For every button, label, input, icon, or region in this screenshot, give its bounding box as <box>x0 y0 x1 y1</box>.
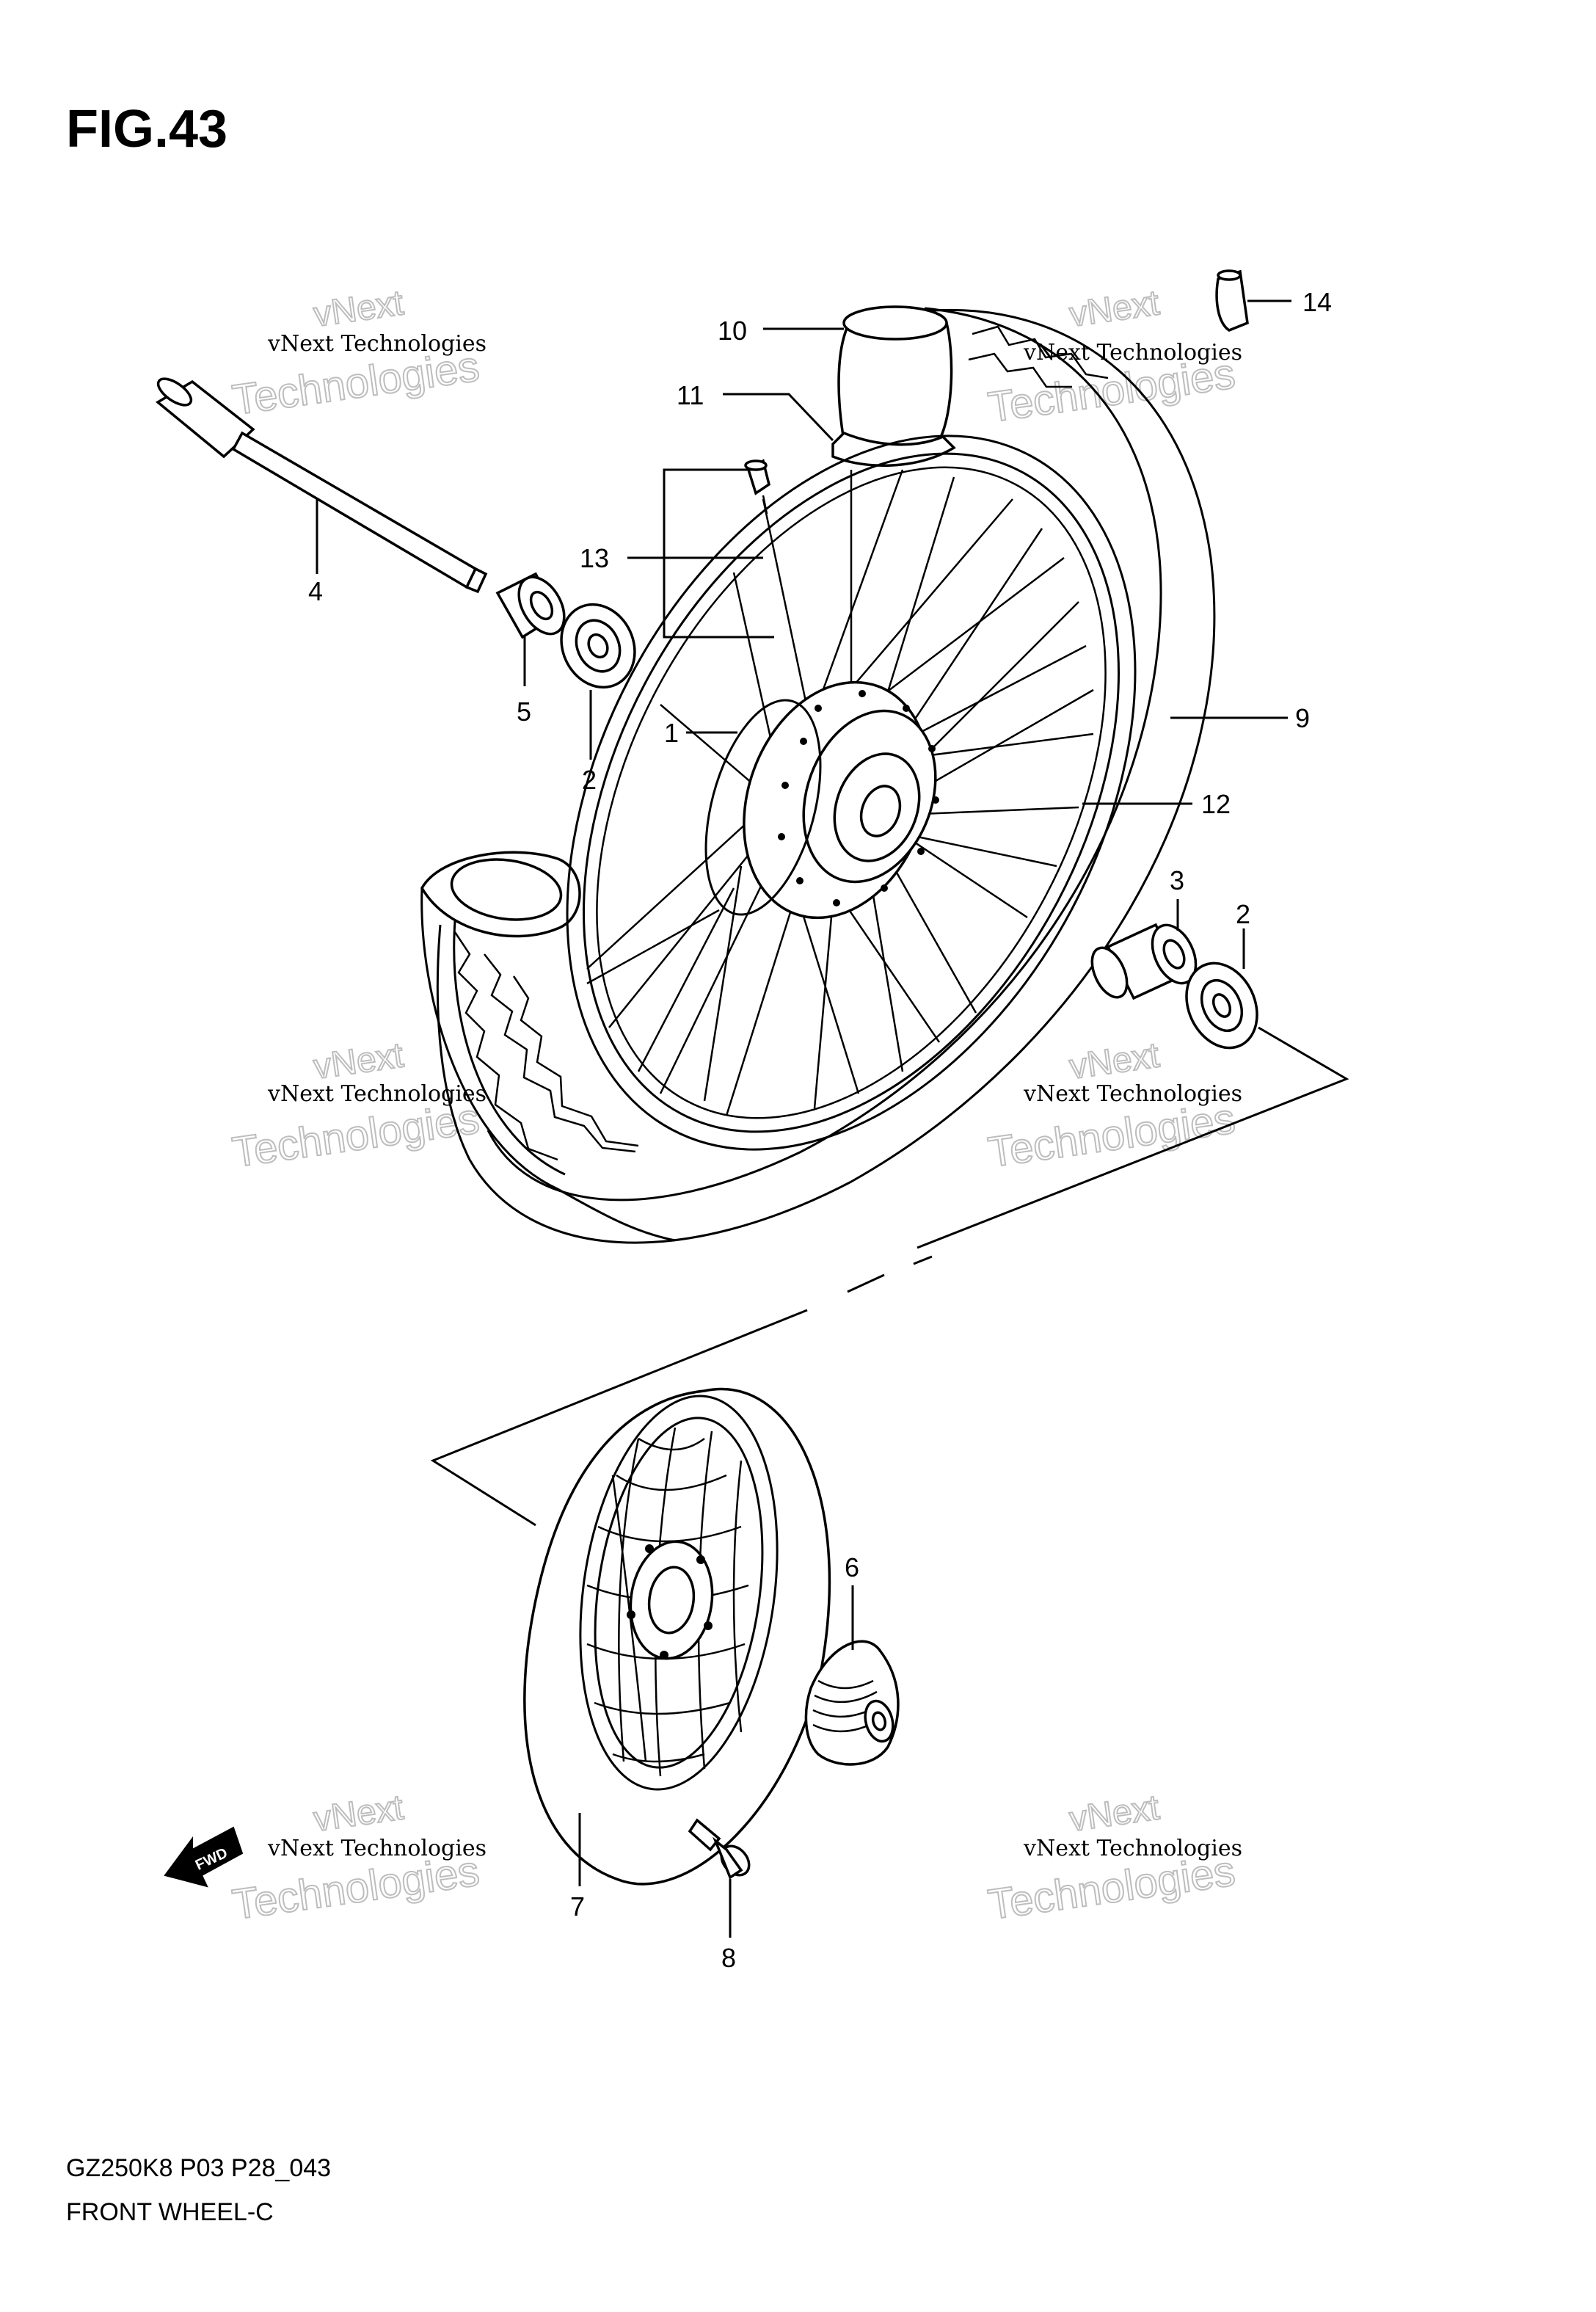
watermark-bottom-right: vNext vNext Technologies Technologies <box>985 1787 1242 1930</box>
svg-text:vNext Technologies: vNext Technologies <box>267 1836 487 1861</box>
callout-1: 1 <box>664 718 679 748</box>
callout-14: 14 <box>1302 287 1332 317</box>
axle-part-4 <box>155 377 488 594</box>
watermark-bottom-left: vNext vNext Technologies Technologies <box>229 1787 487 1930</box>
assembly-boundary-lines <box>430 1026 1349 1527</box>
svg-text:vNext: vNext <box>1067 283 1162 335</box>
svg-text:Technologies: Technologies <box>230 1094 482 1176</box>
callout-9: 9 <box>1295 703 1310 733</box>
callout-6: 6 <box>845 1552 859 1582</box>
leader-lines <box>316 299 1291 1938</box>
svg-text:vNext: vNext <box>1067 1788 1162 1839</box>
model-code: GZ250K8 P03 P28_043 <box>66 2154 331 2182</box>
svg-text:vNext: vNext <box>311 283 406 335</box>
speedometer-gearbox-part-6 <box>804 1640 900 1766</box>
bolt-part-8 <box>688 1818 751 1880</box>
bearing-part-2-left <box>560 603 636 689</box>
callout-3: 3 <box>1170 865 1184 895</box>
forward-direction-arrow: FWD <box>164 1826 244 1888</box>
collar-part-3 <box>1090 923 1198 1000</box>
callout-2-right: 2 <box>1236 899 1250 929</box>
brake-disc-part-7 <box>523 1387 831 1886</box>
figure-title: FIG.43 <box>66 100 227 159</box>
callout-4: 4 <box>308 576 323 606</box>
callout-7: 7 <box>570 1891 585 1922</box>
svg-text:vNext Technologies: vNext Technologies <box>267 331 487 357</box>
callout-5: 5 <box>517 697 531 727</box>
svg-text:vNext: vNext <box>311 1036 406 1087</box>
callout-10: 10 <box>718 316 747 346</box>
watermark-top-left: vNext vNext Technologies Technologies <box>229 283 487 425</box>
front-wheel-assembly <box>420 305 1216 1244</box>
callout-12: 12 <box>1201 789 1231 819</box>
spacer-part-5 <box>495 572 566 639</box>
svg-text:vNext Technologies: vNext Technologies <box>1023 1836 1242 1861</box>
svg-text:vNext: vNext <box>311 1788 406 1839</box>
svg-text:vNext Technologies: vNext Technologies <box>1023 1081 1242 1107</box>
callout-13: 13 <box>580 543 609 573</box>
watermark-mid-right: vNext vNext Technologies Technologies <box>985 1035 1242 1177</box>
callout-8: 8 <box>721 1943 736 1973</box>
bearing-part-2-right <box>1185 961 1258 1050</box>
watermark-mid-left: vNext vNext Technologies Technologies <box>229 1035 487 1177</box>
watermark-top-right: vNext vNext Technologies Technologies <box>985 283 1242 432</box>
callout-11: 11 <box>677 380 704 410</box>
svg-text:vNext Technologies: vNext Technologies <box>1023 340 1242 366</box>
callout-labels: 10 11 13 14 4 5 2 1 9 12 3 2 6 7 8 <box>308 287 1332 1973</box>
balancer-part-14 <box>1215 269 1249 332</box>
svg-text:vNext: vNext <box>1067 1036 1162 1087</box>
figure-caption: FRONT WHEEL-C <box>66 2198 274 2226</box>
callout-2-left: 2 <box>582 765 597 795</box>
